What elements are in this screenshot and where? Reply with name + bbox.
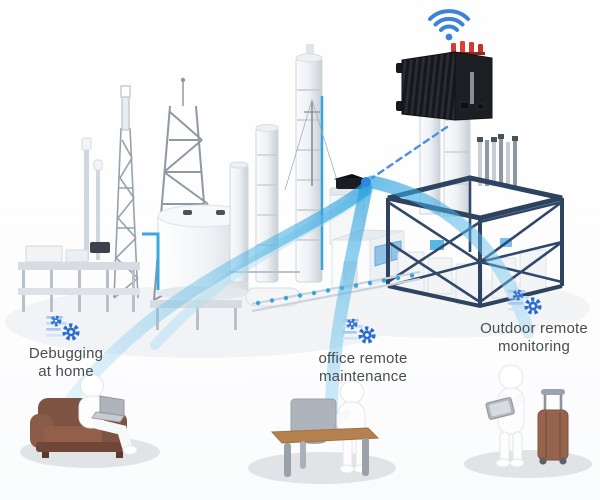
caption-line: at home bbox=[38, 363, 94, 381]
caption-line: Debugging bbox=[28, 345, 104, 362]
caption-debugging-at-home: Debugging at home bbox=[8, 345, 124, 382]
caption-line: Outdoor remote bbox=[480, 320, 588, 337]
pipe-bundle bbox=[477, 134, 518, 186]
caption-line: monitoring bbox=[497, 338, 571, 356]
wireless-gateway-device bbox=[396, 41, 493, 121]
dashed-link-line bbox=[370, 125, 449, 180]
device-link bbox=[361, 125, 449, 187]
floor-shadow bbox=[248, 452, 396, 484]
plant-gateway-unit bbox=[334, 174, 366, 189]
caption-line: maintenance bbox=[318, 368, 408, 386]
wifi-icon bbox=[428, 9, 470, 41]
home-scene bbox=[20, 374, 160, 468]
flare-stacks bbox=[81, 137, 103, 260]
desk bbox=[270, 427, 380, 477]
suitcase bbox=[537, 389, 569, 465]
pipe-rack bbox=[251, 270, 421, 313]
floor-shadow bbox=[464, 450, 592, 478]
platform-decks bbox=[18, 242, 242, 330]
office-scene bbox=[248, 380, 396, 484]
caption-office-remote-maintenance: office remote maintenance bbox=[300, 350, 426, 387]
signal-arc-office bbox=[324, 181, 373, 437]
outdoor-scene bbox=[464, 364, 592, 478]
signal-arc-home bbox=[49, 183, 371, 427]
caption-outdoor-remote-monitoring: Outdoor remote monitoring bbox=[468, 320, 600, 357]
home-user-figure bbox=[78, 374, 138, 455]
laptop bbox=[91, 395, 125, 423]
tablet bbox=[485, 397, 515, 420]
caption-line: office remote bbox=[318, 350, 408, 367]
link-endpoint-dot bbox=[361, 177, 371, 187]
